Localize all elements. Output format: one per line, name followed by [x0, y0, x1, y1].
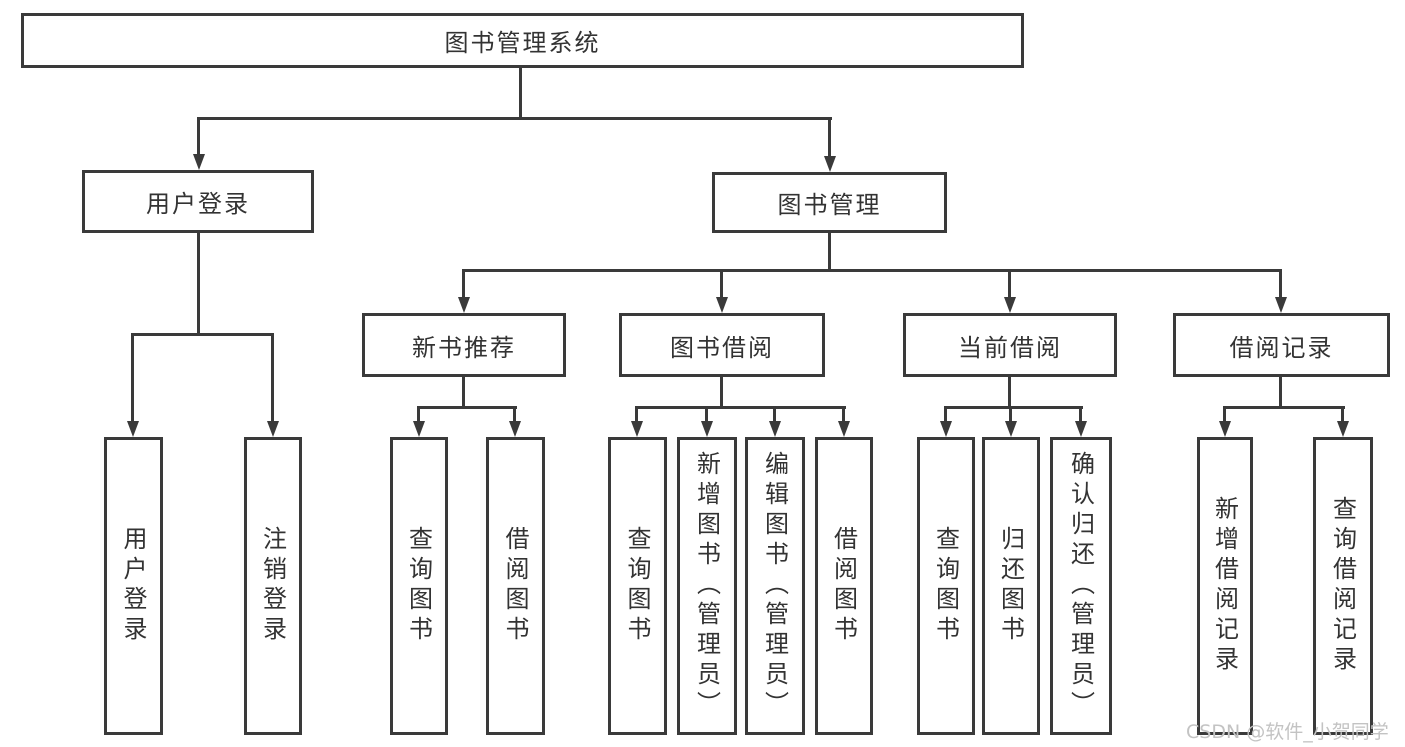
- arrowhead-down-icon: [267, 421, 279, 437]
- connector-line: [462, 377, 465, 409]
- arrowhead-down-icon: [940, 421, 952, 437]
- connector-line: [705, 406, 708, 423]
- leaf-label: 借阅图书: [829, 526, 858, 646]
- leaf-label: 查询借阅记录: [1328, 496, 1357, 676]
- connector-line: [635, 406, 846, 409]
- leaf-user-login: 用户登录: [104, 437, 163, 735]
- connector-line: [1079, 406, 1082, 423]
- node-label: 图书管理: [777, 191, 882, 219]
- leaf-label: 新增图书（管理员）: [692, 451, 721, 721]
- connector-line: [773, 406, 776, 423]
- node-label: 用户登录: [146, 190, 250, 218]
- leaf-label: 借阅图书: [501, 526, 529, 646]
- arrowhead-down-icon: [458, 297, 470, 313]
- leaf-label: 确认归还（管理员）: [1066, 451, 1095, 721]
- csdn-watermark: CSDN @软件_小贺同学: [1186, 721, 1389, 743]
- connector-line: [131, 333, 274, 336]
- connector-line: [1008, 269, 1011, 299]
- connector-line: [197, 233, 200, 335]
- arrowhead-down-icon: [769, 421, 781, 437]
- leaf-query-borrow-record: 查询借阅记录: [1313, 437, 1373, 735]
- leaf-confirm-return-admin: 确认归还（管理员）: [1050, 437, 1112, 735]
- node-label: 当前借阅: [958, 333, 1062, 362]
- arrowhead-down-icon: [716, 297, 728, 313]
- connector-line: [462, 269, 465, 299]
- leaf-label: 归还图书: [996, 526, 1025, 646]
- arrowhead-down-icon: [1075, 421, 1087, 437]
- leaf-label: 查询图书: [404, 526, 433, 646]
- leaf-label: 新增借阅记录: [1210, 496, 1239, 676]
- connector-line: [417, 406, 517, 409]
- connector-line: [462, 269, 1282, 272]
- connector-line: [1223, 406, 1226, 423]
- leaf-borrow-book-newrec: 借阅图书: [486, 437, 545, 735]
- node-new-book-recommend: 新书推荐: [362, 313, 566, 377]
- connector-line: [513, 406, 516, 423]
- node-user-login: 用户登录: [82, 170, 314, 233]
- connector-line: [944, 406, 947, 423]
- connector-line: [271, 333, 274, 423]
- leaf-label: 编辑图书（管理员）: [760, 451, 789, 721]
- connector-line: [131, 333, 134, 423]
- connector-line: [720, 377, 723, 409]
- leaf-add-borrow-record: 新增借阅记录: [1197, 437, 1253, 735]
- arrowhead-down-icon: [1004, 297, 1016, 313]
- connector-line: [635, 406, 638, 423]
- connector-line: [828, 117, 831, 159]
- node-book-management: 图书管理: [712, 172, 947, 233]
- connector-line: [197, 117, 200, 157]
- connector-line: [1009, 406, 1012, 423]
- node-borrow-record: 借阅记录: [1173, 313, 1390, 377]
- node-book-borrow: 图书借阅: [619, 313, 825, 377]
- connector-line: [417, 406, 420, 423]
- leaf-query-book-newrec: 查询图书: [390, 437, 448, 735]
- connector-line: [720, 269, 723, 299]
- arrowhead-down-icon: [413, 421, 425, 437]
- connector-line: [1341, 406, 1344, 423]
- leaf-logout: 注销登录: [244, 437, 302, 735]
- leaf-edit-book-admin: 编辑图书（管理员）: [745, 437, 805, 735]
- arrowhead-down-icon: [509, 421, 521, 437]
- arrowhead-down-icon: [1005, 421, 1017, 437]
- arrowhead-down-icon: [127, 421, 139, 437]
- connector-line: [1279, 377, 1282, 409]
- node-library-system: 图书管理系统: [21, 13, 1024, 68]
- node-label: 新书推荐: [412, 333, 516, 362]
- connector-line: [1008, 377, 1011, 409]
- arrowhead-down-icon: [1275, 297, 1287, 313]
- node-label: 图书管理系统: [444, 29, 601, 57]
- arrowhead-down-icon: [631, 421, 643, 437]
- leaf-label: 查询图书: [623, 526, 651, 646]
- leaf-label: 查询图书: [931, 526, 960, 646]
- leaf-label: 注销登录: [258, 526, 287, 646]
- arrowhead-down-icon: [193, 154, 205, 170]
- connector-line: [828, 233, 831, 271]
- leaf-query-book-current: 查询图书: [917, 437, 975, 735]
- leaf-borrow-book: 借阅图书: [815, 437, 873, 735]
- connector-line: [944, 406, 1083, 409]
- arrowhead-down-icon: [1337, 421, 1349, 437]
- connector-line: [519, 66, 522, 118]
- leaf-label: 用户登录: [119, 526, 147, 646]
- arrowhead-down-icon: [701, 421, 713, 437]
- node-label: 借阅记录: [1229, 333, 1334, 362]
- arrowhead-down-icon: [824, 156, 836, 172]
- node-current-borrow: 当前借阅: [903, 313, 1117, 377]
- connector-line: [842, 406, 845, 423]
- leaf-query-book-borrow: 查询图书: [608, 437, 667, 735]
- arrowhead-down-icon: [838, 421, 850, 437]
- connector-line: [197, 117, 832, 120]
- node-label: 图书借阅: [670, 333, 774, 362]
- connector-line: [1279, 269, 1282, 299]
- leaf-return-book: 归还图书: [982, 437, 1040, 735]
- connector-line: [1223, 406, 1345, 409]
- arrowhead-down-icon: [1219, 421, 1231, 437]
- leaf-add-book-admin: 新增图书（管理员）: [677, 437, 737, 735]
